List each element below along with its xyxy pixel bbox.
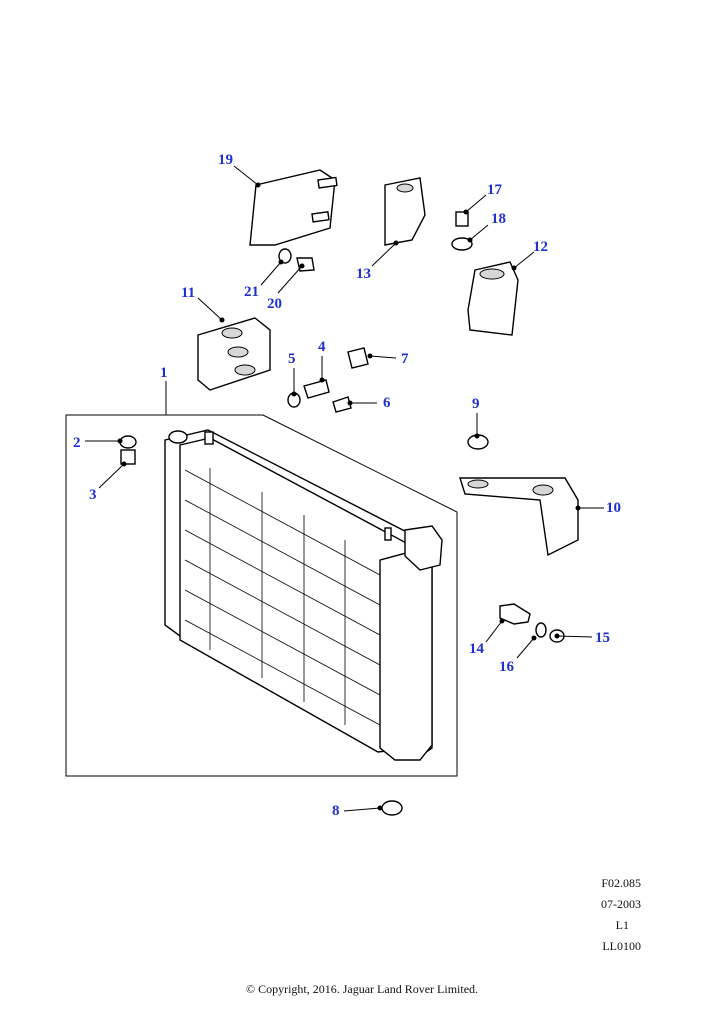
figure-ref: LL0100 xyxy=(602,939,641,953)
callout-11: 11 xyxy=(181,285,196,301)
callout-18: 18 xyxy=(491,211,506,227)
radiator xyxy=(164,429,443,761)
figure-date: 07-2003 xyxy=(601,897,641,911)
bracket-11 xyxy=(197,317,271,391)
radiator-group-frame xyxy=(65,414,458,777)
filler-cap xyxy=(119,435,137,465)
callout-9: 9 xyxy=(472,396,480,412)
copyright-notice: © Copyright, 2016. Jaguar Land Rover Lim… xyxy=(245,982,479,996)
callout-12: 12 xyxy=(533,239,548,255)
callout-14: 14 xyxy=(469,641,484,657)
figure-level: L1 xyxy=(615,918,629,932)
bolt-washer-17-18 xyxy=(451,211,473,251)
leader-lines xyxy=(85,165,604,812)
callout-5: 5 xyxy=(288,351,296,367)
callout-21: 21 xyxy=(244,284,259,300)
callout-3: 3 xyxy=(89,487,97,503)
fasteners-4-5-6-7 xyxy=(287,347,369,413)
callout-13: 13 xyxy=(356,266,371,282)
callout-7: 7 xyxy=(401,351,409,367)
callout-17: 17 xyxy=(487,182,502,198)
callout-15: 15 xyxy=(595,630,610,646)
callout-8: 8 xyxy=(332,803,340,819)
callout-6: 6 xyxy=(383,395,391,411)
grommet-8 xyxy=(381,800,403,816)
fasteners-14-15-16 xyxy=(499,603,565,643)
figure-code: F02.085 xyxy=(601,876,641,890)
fasteners-20-21 xyxy=(278,248,315,272)
bracket-19 xyxy=(249,169,338,246)
bracket-12 xyxy=(467,261,519,336)
callout-19: 19 xyxy=(218,152,233,168)
callout-4: 4 xyxy=(318,339,326,355)
bracket-13 xyxy=(384,177,426,246)
callout-2: 2 xyxy=(73,435,81,451)
callout-16: 16 xyxy=(499,659,514,675)
callout-20: 20 xyxy=(267,296,282,312)
callout-10: 10 xyxy=(606,500,621,516)
bracket-10 xyxy=(459,477,579,557)
callout-1: 1 xyxy=(160,365,168,381)
